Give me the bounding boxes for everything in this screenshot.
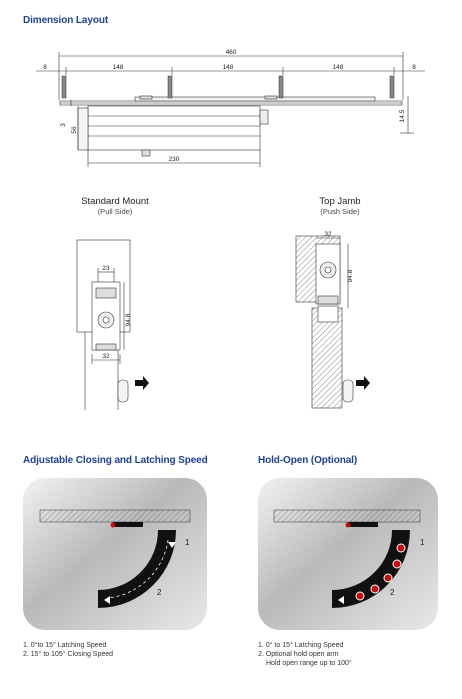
dim-left-margin: 8 bbox=[43, 64, 47, 71]
top-jamb-title: Top Jamb bbox=[319, 196, 361, 207]
adjustable-notes: 1. 0°to 15° Latching Speed 2. 15° to 105… bbox=[23, 641, 113, 659]
hold-open-title: Hold-Open (Optional) bbox=[258, 455, 358, 466]
dimension-layout-title: Dimension Layout bbox=[23, 15, 109, 26]
holdopen-arc-label-2: 2 bbox=[390, 588, 395, 597]
adjustable-note-1: 1. 0°to 15° Latching Speed bbox=[23, 642, 107, 649]
standard-dim-top: 23 bbox=[102, 265, 110, 272]
standard-mount-drawing bbox=[76, 239, 131, 410]
hold-open-diagram: 1 2 bbox=[258, 478, 438, 630]
dim-right-margin: 8 bbox=[412, 64, 416, 71]
adjustable-arc-label-1: 1 bbox=[185, 538, 190, 547]
standard-mount-subtitle: (Pull Side) bbox=[97, 207, 133, 216]
dimension-layout-diagram: 460 8 148 148 148 8 230 3 56 14.5 bbox=[36, 49, 425, 167]
dim-body-height: 56 bbox=[71, 126, 78, 134]
adjustable-speed-diagram: 1 2 bbox=[23, 478, 207, 630]
holdopen-note-3: Hold open range up to 100° bbox=[266, 660, 352, 667]
holdopen-note-2: 2. Optional hold open arm bbox=[258, 651, 339, 658]
topjamb-dim-side: 94.8 bbox=[347, 269, 354, 282]
standard-dim-bottom: 32 bbox=[102, 353, 110, 360]
holdopen-arc-label-1: 1 bbox=[420, 538, 425, 547]
dim-track-height: 3 bbox=[60, 123, 67, 127]
dim-right-offset: 14.5 bbox=[399, 109, 406, 122]
adjustable-arc-label-2: 2 bbox=[157, 588, 162, 597]
standard-dim-side: 94.8 bbox=[125, 313, 132, 326]
mount-diagrams: 23 94.8 32 32 94.8 bbox=[76, 231, 370, 410]
top-jamb-subtitle: (Push Side) bbox=[320, 207, 360, 216]
dim-spacing-3: 148 bbox=[333, 64, 344, 71]
holdopen-note-1: 1. 0° to 15° Latching Speed bbox=[258, 642, 344, 649]
speed-panels: 1 2 1 2 bbox=[23, 478, 438, 630]
dim-spacing-1: 148 bbox=[113, 64, 124, 71]
dim-spacing-2: 148 bbox=[223, 64, 234, 71]
dim-overall: 460 bbox=[226, 49, 237, 56]
hold-open-notes: 1. 0° to 15° Latching Speed 2. Optional … bbox=[258, 641, 352, 668]
dim-body-length: 230 bbox=[169, 156, 180, 163]
adjustable-note-2: 2. 15° to 105° Closing Speed bbox=[23, 651, 114, 658]
top-jamb-drawing bbox=[295, 235, 354, 409]
adjustable-speed-title: Adjustable Closing and Latching Speed bbox=[23, 455, 208, 466]
standard-mount-title: Standard Mount bbox=[81, 196, 149, 207]
topjamb-dim-top: 32 bbox=[324, 231, 332, 238]
